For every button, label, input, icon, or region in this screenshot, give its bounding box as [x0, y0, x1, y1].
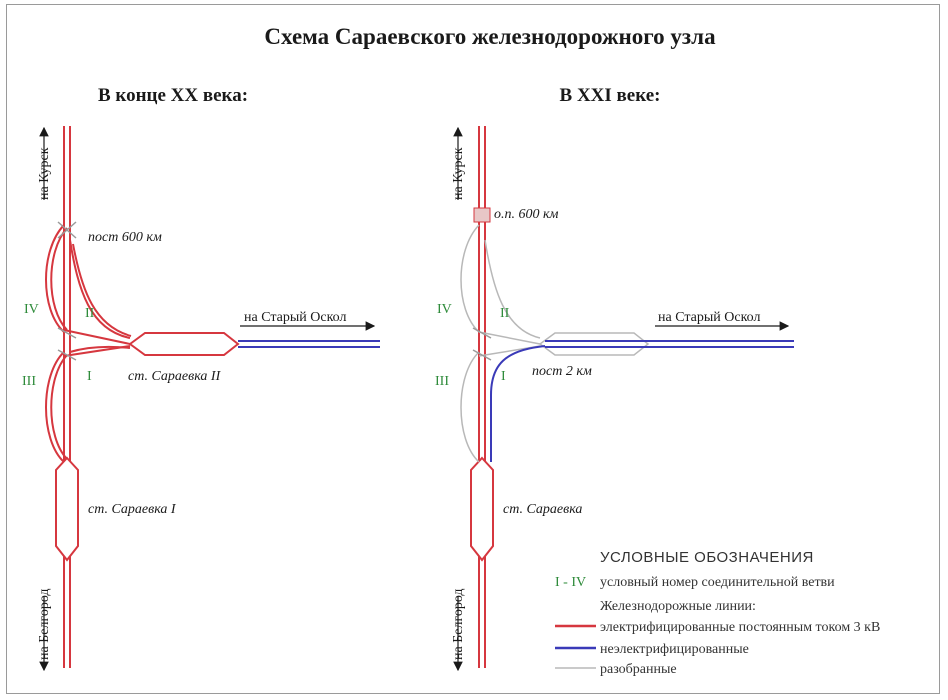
- right-to-oskol: на Старый Оскол: [658, 310, 760, 325]
- legend-key-range: I - IV: [555, 575, 586, 590]
- legend-dismantled: разобранные: [600, 662, 677, 677]
- right-post2-label: пост 2 км: [532, 364, 592, 379]
- legend-non-electrified: неэлектрифицированные: [600, 642, 749, 657]
- right-branch-i-line: [490, 345, 546, 462]
- right-main-line: [478, 126, 486, 668]
- left-post-label: пост 600 км: [88, 230, 162, 245]
- legend-lines-heading: Железнодорожные линии:: [600, 599, 756, 614]
- left-station-2-label: ст. Сараевка II: [128, 369, 222, 384]
- diagram-title: Схема Сараевского железнодорожного узла: [264, 24, 716, 49]
- right-to-kursk: на Курск: [451, 147, 466, 200]
- right-subtitle: В XXI веке:: [560, 85, 661, 106]
- left-to-kursk: на Курск: [37, 147, 52, 200]
- right-crossovers: [472, 327, 492, 361]
- right-branch-ii: II: [500, 306, 510, 321]
- left-diagram: В конце XX века:: [22, 85, 380, 672]
- right-dismantled-branches: [460, 224, 541, 463]
- left-station-1-shape: [55, 456, 79, 562]
- right-branch-i: I: [501, 369, 506, 384]
- right-op-platform: [473, 207, 491, 223]
- right-old-station-shape: [538, 332, 650, 356]
- left-branch-iii: III: [22, 374, 36, 389]
- left-branch-iv: IV: [24, 302, 39, 317]
- left-branches: [45, 224, 132, 463]
- left-oskol-line: [238, 340, 380, 348]
- left-station-1-label: ст. Сараевка I: [88, 502, 177, 517]
- left-subtitle: В конце XX века:: [98, 85, 248, 106]
- right-oskol-line: [545, 340, 794, 348]
- left-main-line: [63, 126, 71, 668]
- left-branch-ii: II: [85, 306, 95, 321]
- left-to-belgorod: на Белгород: [37, 588, 52, 660]
- legend-electrified: электрифицированные постоянным током 3 к…: [600, 620, 880, 635]
- right-branch-iv: IV: [437, 302, 452, 317]
- right-station-label: ст. Сараевка: [503, 502, 582, 517]
- right-to-belgorod: на Белгород: [451, 588, 466, 660]
- right-diagram: В XXI веке:: [435, 85, 794, 672]
- left-branch-i: I: [87, 369, 92, 384]
- legend-key-desc: условный номер соединительной ветви: [600, 575, 835, 590]
- legend-heading: УСЛОВНЫЕ ОБОЗНАЧЕНИЯ: [600, 549, 814, 566]
- left-station-2-shape: [128, 332, 240, 356]
- left-crossovers: [57, 221, 77, 361]
- right-op-label: о.п. 600 км: [494, 207, 559, 222]
- right-station-shape: [470, 456, 494, 562]
- right-branch-iii: III: [435, 374, 449, 389]
- left-to-oskol: на Старый Оскол: [244, 310, 346, 325]
- legend: УСЛОВНЫЕ ОБОЗНАЧЕНИЯ I - IV условный ном…: [555, 549, 880, 677]
